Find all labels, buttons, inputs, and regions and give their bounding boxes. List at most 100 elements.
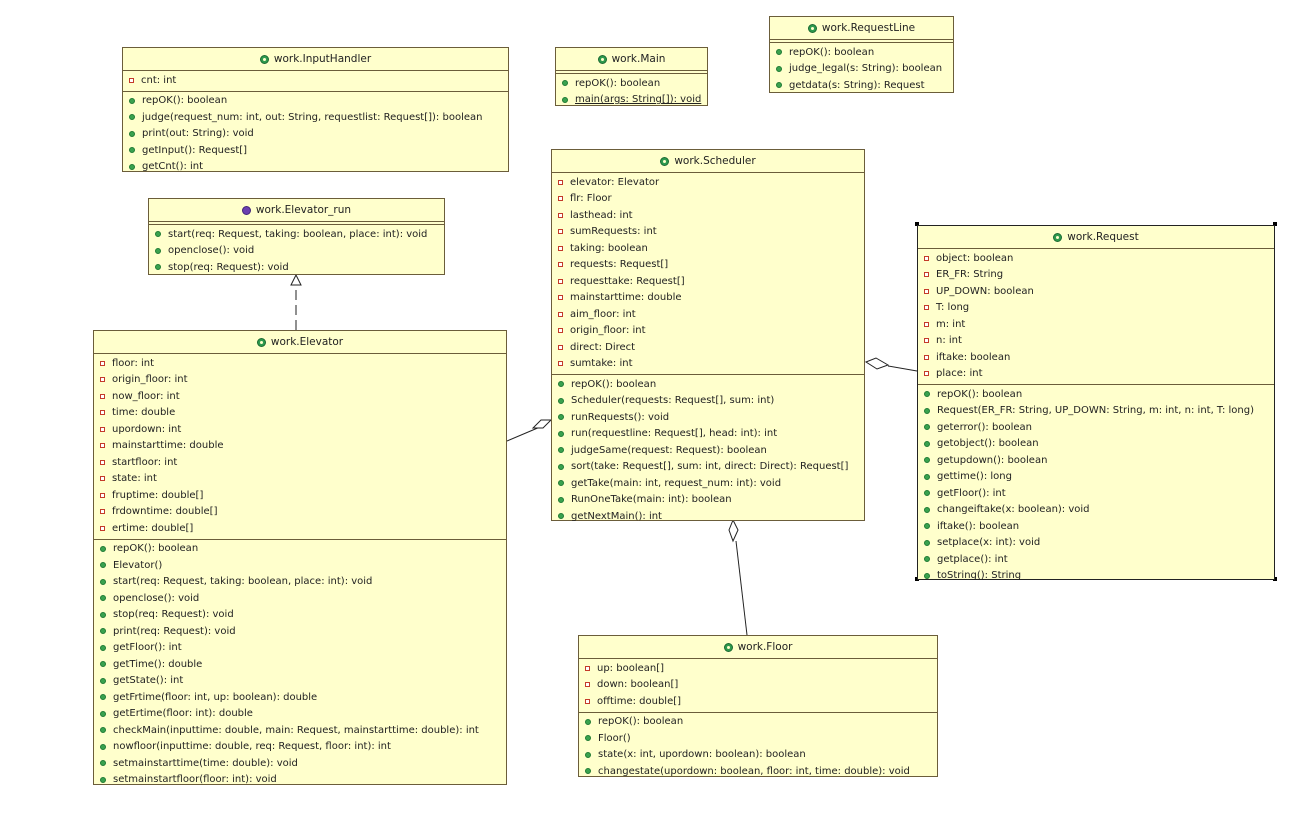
method-row: checkMain(inputtime: double, main: Reque… (94, 722, 506, 739)
private-icon (924, 305, 929, 311)
field-row: startfloor: int (94, 454, 506, 471)
private-icon (100, 360, 105, 366)
method-row: repOK(): boolean (94, 541, 506, 558)
public-icon (100, 727, 106, 734)
private-icon (100, 525, 105, 531)
field-row: place: int (918, 366, 1274, 383)
methods-section: repOK(): boolean Scheduler(requests: Req… (552, 375, 864, 527)
class-title: work.Request (918, 226, 1274, 249)
private-icon (924, 255, 929, 261)
method-row: Floor() (579, 730, 937, 747)
method-row: judge_legal(s: String): boolean (770, 61, 953, 78)
private-icon (558, 262, 563, 268)
private-icon (585, 698, 590, 704)
method-row: judgeSame(request: Request): boolean (552, 442, 864, 459)
fields-section (556, 71, 707, 74)
field-row: lasthead: int (552, 207, 864, 224)
method-row: judge(request_num: int, out: String, req… (123, 109, 508, 126)
method-row: nowfloor(inputtime: double, req: Request… (94, 739, 506, 756)
class-input-handler[interactable]: work.InputHandler cnt: int repOK(): bool… (122, 47, 509, 172)
public-icon (558, 513, 564, 520)
public-icon (100, 578, 106, 585)
method-row: openclose(): void (94, 590, 506, 607)
field-row: ertime: double[] (94, 520, 506, 537)
field-row: n: int (918, 333, 1274, 350)
constructor-icon (924, 407, 930, 414)
class-icon (723, 642, 733, 652)
class-title: work.Elevator_run (149, 199, 444, 222)
field-row: flr: Floor (552, 191, 864, 208)
method-row: print(req: Request): void (94, 623, 506, 640)
class-floor[interactable]: work.Floor up: boolean[] down: boolean[]… (578, 635, 938, 777)
class-title: work.Elevator (94, 331, 506, 354)
class-elevator[interactable]: work.Elevator floor: int origin_floor: i… (93, 330, 507, 785)
public-icon (776, 49, 782, 56)
private-icon (558, 295, 563, 301)
method-row: geterror(): boolean (918, 419, 1274, 436)
interface-icon (241, 205, 251, 215)
field-row: time: double (94, 405, 506, 422)
method-row: repOK(): boolean (123, 93, 508, 110)
private-icon (585, 682, 590, 688)
fields-section (770, 40, 953, 43)
selection-handle (1273, 222, 1277, 226)
class-icon (597, 54, 607, 64)
method-row: setmainstartfloor(floor: int): void (94, 772, 506, 789)
public-icon (129, 114, 135, 121)
class-title: work.Main (556, 48, 707, 71)
public-icon (558, 447, 564, 454)
public-icon (100, 710, 106, 717)
constructor-icon (585, 735, 591, 742)
class-request-line[interactable]: work.RequestLine repOK(): boolean judge_… (769, 16, 954, 93)
method-row: toString(): String (918, 568, 1274, 585)
public-icon (585, 768, 591, 775)
public-icon (129, 97, 135, 104)
method-row: sort(take: Request[], sum: int, direct: … (552, 459, 864, 476)
fields-section: cnt: int (123, 71, 508, 92)
field-row: fruptime: double[] (94, 487, 506, 504)
class-main[interactable]: work.Main repOK(): boolean main(args: St… (555, 47, 708, 106)
method-row: iftake(): boolean (918, 518, 1274, 535)
public-icon (924, 506, 930, 513)
method-row: getupdown(): boolean (918, 452, 1274, 469)
private-icon (924, 371, 929, 377)
method-row: state(x: int, upordown: boolean): boolea… (579, 747, 937, 764)
field-row: sumRequests: int (552, 224, 864, 241)
field-row: ER_FR: String (918, 267, 1274, 284)
public-icon (100, 677, 106, 684)
class-scheduler[interactable]: work.Scheduler elevator: Elevator flr: F… (551, 149, 865, 522)
class-request[interactable]: work.Request object: boolean ER_FR: Stri… (917, 225, 1275, 581)
public-icon (562, 96, 568, 103)
method-row: getFloor(): int (918, 485, 1274, 502)
method-row: RunOneTake(main: int): boolean (552, 492, 864, 509)
public-icon (100, 694, 106, 701)
methods-section: repOK(): boolean main(args: String[]): v… (556, 74, 707, 110)
private-icon (129, 77, 134, 83)
private-icon (100, 492, 105, 498)
field-row: direct: Direct (552, 339, 864, 356)
private-icon (558, 179, 563, 185)
private-icon (100, 393, 105, 399)
public-icon (924, 473, 930, 480)
class-icon (660, 156, 670, 166)
public-icon (100, 661, 106, 668)
class-icon (807, 23, 817, 33)
fields-section: object: boolean ER_FR: String UP_DOWN: b… (918, 249, 1274, 385)
method-row: getFrtime(floor: int, up: boolean): doub… (94, 689, 506, 706)
method-row: openclose(): void (149, 243, 444, 260)
public-icon (129, 130, 135, 137)
public-icon (155, 231, 161, 238)
method-row: stop(req: Request): void (149, 259, 444, 276)
class-icon (1053, 232, 1063, 242)
method-row: stop(req: Request): void (94, 607, 506, 624)
public-icon (558, 430, 564, 437)
method-row: start(req: Request, taking: boolean, pla… (94, 574, 506, 591)
public-icon (924, 490, 930, 497)
private-icon (924, 288, 929, 294)
methods-section: repOK(): boolean Request(ER_FR: String, … (918, 385, 1274, 586)
public-icon (100, 644, 106, 651)
private-icon (924, 321, 929, 327)
field-row: origin_floor: int (552, 323, 864, 340)
interface-elevator-run[interactable]: work.Elevator_run start(req: Request, ta… (148, 198, 445, 275)
private-icon (558, 344, 563, 350)
